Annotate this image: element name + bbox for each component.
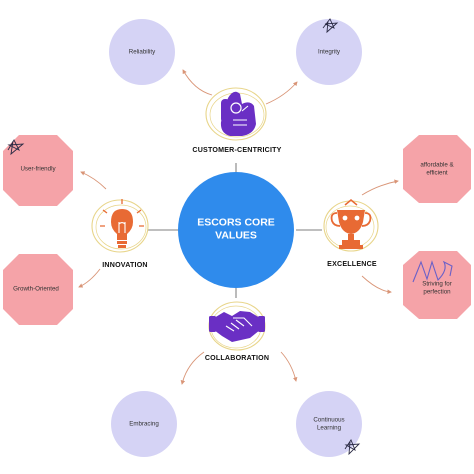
center-connectors (148, 163, 322, 298)
star-doodle-integrity (322, 18, 339, 34)
octagon-striving (403, 251, 471, 319)
star-doodle-user-friendly (7, 139, 25, 156)
lightbulb-icon (91, 199, 149, 253)
arrow-to-embracing (180, 351, 205, 385)
hand-pointing-icon (205, 87, 267, 141)
bubble-integrity (296, 19, 362, 85)
value-arrows (78, 69, 399, 385)
arrow-to-integrity (265, 81, 298, 105)
arrow-to-continuous-learning (280, 351, 298, 382)
arrow-to-growth-oriented (78, 268, 101, 288)
bubble-embracing (111, 391, 177, 457)
trophy-icon (323, 199, 379, 252)
center-circle (178, 172, 294, 288)
arrow-to-affordable (361, 179, 399, 196)
octagon-growth-oriented (3, 254, 73, 325)
star-doodle-continuous-learning (344, 439, 361, 456)
handshake-icon (208, 301, 266, 351)
arrow-to-striving (361, 275, 392, 294)
bubble-continuous-learning (296, 391, 362, 457)
bubble-reliability (109, 19, 175, 85)
scribble-doodle-striving (412, 260, 453, 283)
arrow-to-reliability (182, 69, 213, 96)
arrow-to-user-friendly (80, 171, 107, 190)
octagon-affordable (403, 135, 471, 203)
octagon-user-friendly (3, 135, 73, 206)
